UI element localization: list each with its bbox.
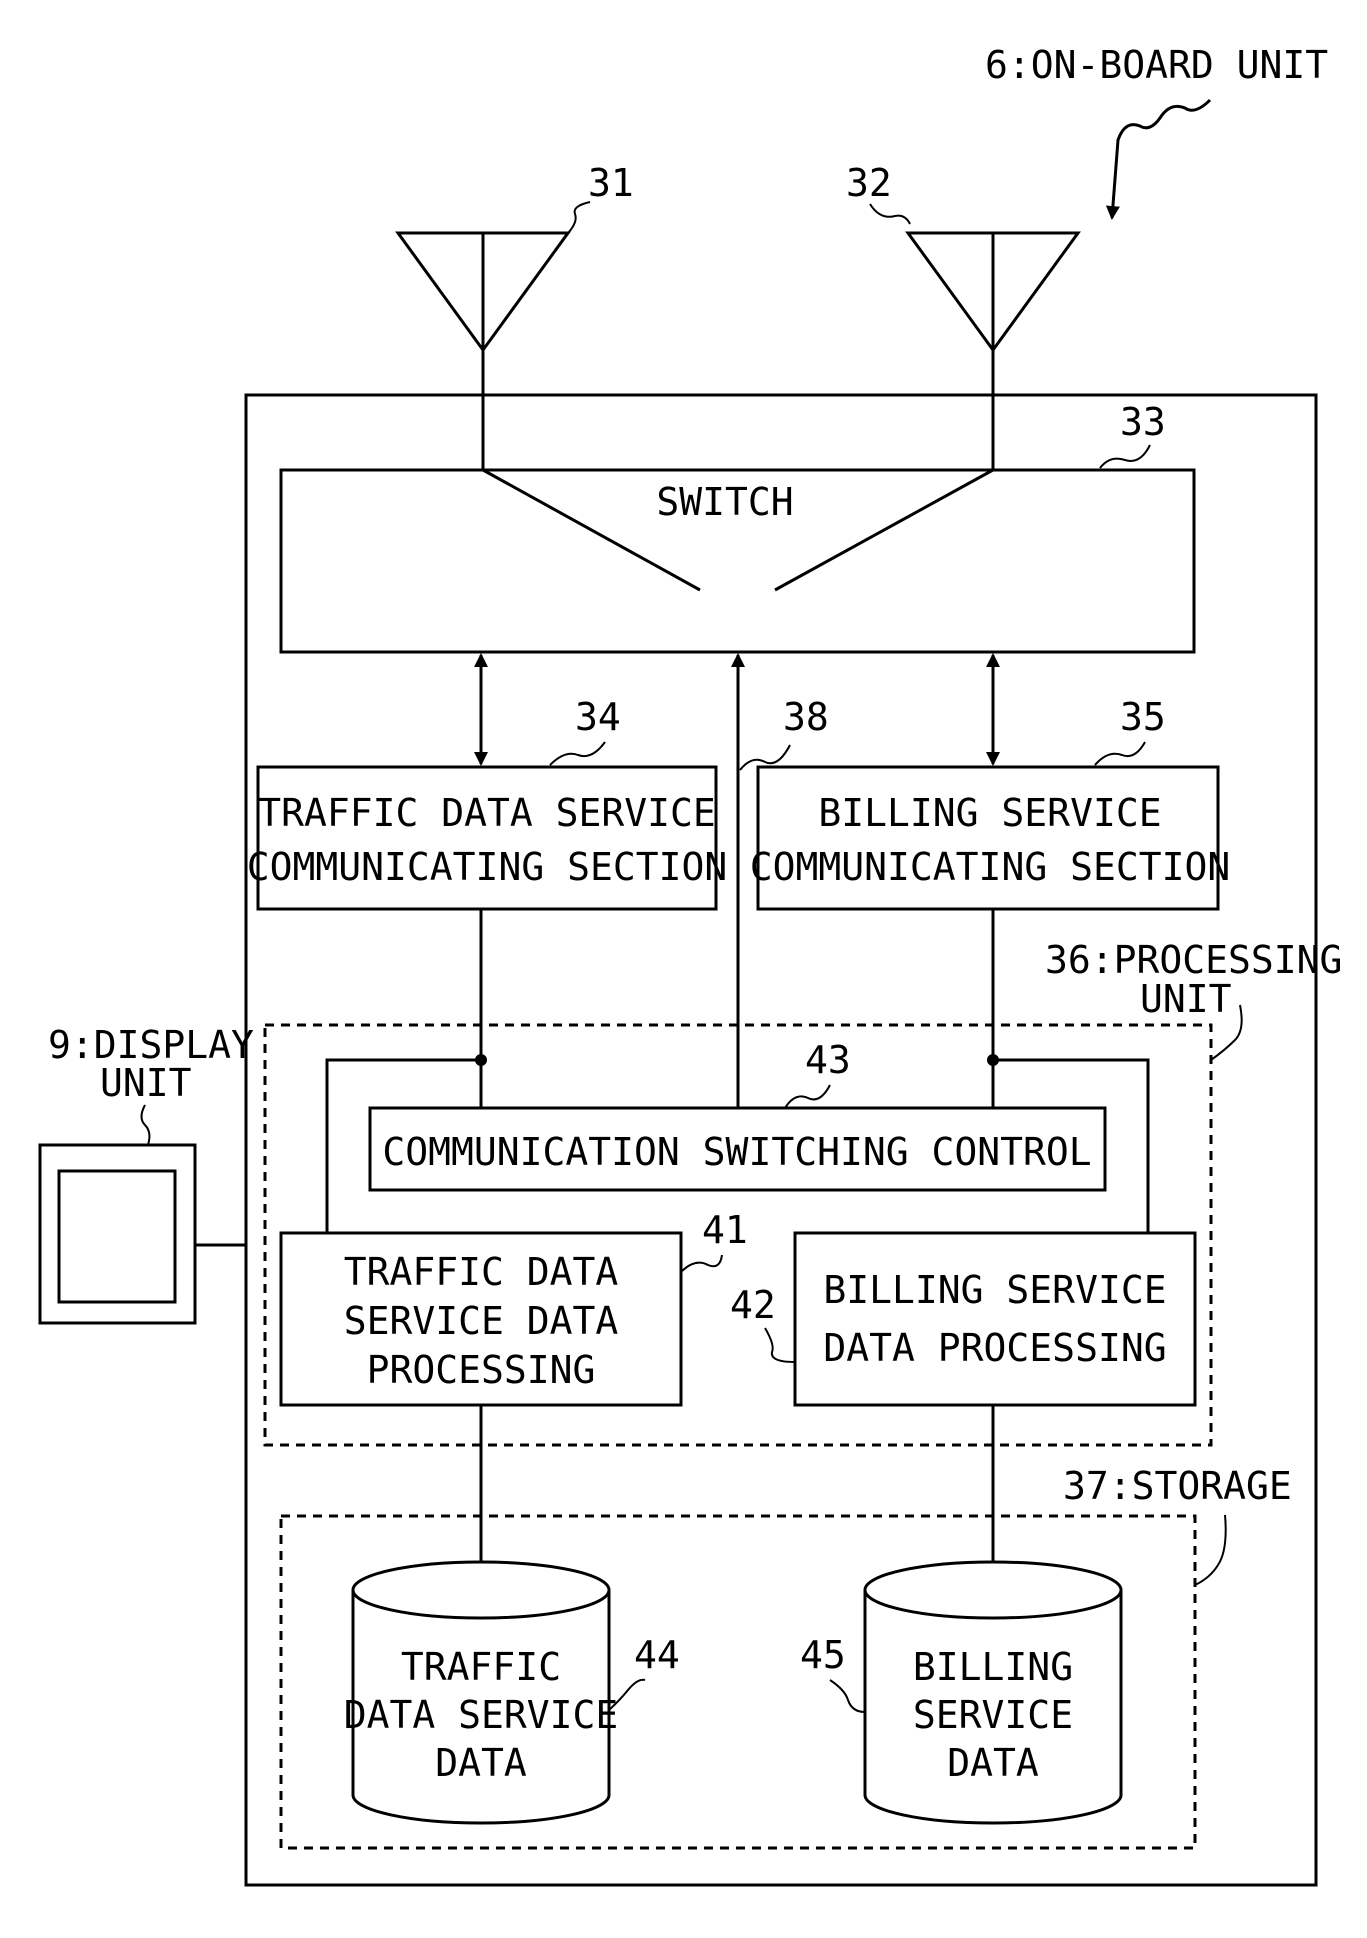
antenna-32-leader <box>870 204 910 224</box>
billing-comm-leader <box>1095 742 1145 765</box>
antenna-31-ref: 31 <box>588 161 634 205</box>
display-unit-leader <box>142 1105 150 1145</box>
traffic-proc-leader <box>681 1255 722 1272</box>
traffic-db-line2: DATA SERVICE <box>344 1693 619 1737</box>
billing-proc-box <box>795 1233 1195 1405</box>
antenna-31-leader <box>568 202 590 233</box>
billing-comm-line2: COMMUNICATING SECTION <box>750 845 1230 889</box>
traffic-db-line1: TRAFFIC <box>401 1645 561 1689</box>
display-unit-screen <box>59 1171 175 1302</box>
traffic-proc-ref: 41 <box>702 1208 748 1252</box>
billing-proc-line1: BILLING SERVICE <box>823 1268 1166 1312</box>
traffic-proc-line3: PROCESSING <box>367 1348 596 1392</box>
antenna-31 <box>398 233 568 395</box>
switch-ref: 33 <box>1120 400 1166 444</box>
billing-proc-leader <box>765 1328 795 1362</box>
traffic-comm-line1: TRAFFIC DATA SERVICE <box>258 791 716 835</box>
control-line-ref: 38 <box>783 695 829 739</box>
processing-unit-label-2: UNIT <box>1140 977 1232 1021</box>
display-unit-label-2: UNIT <box>100 1061 192 1105</box>
billing-comm-ref: 35 <box>1120 695 1166 739</box>
traffic-db-ref: 44 <box>634 1633 680 1677</box>
billing-db-ref: 45 <box>800 1633 846 1677</box>
billing-db-line1: BILLING <box>913 1645 1073 1689</box>
billing-db-line3: DATA <box>947 1741 1039 1785</box>
antenna-32-ref: 32 <box>846 161 892 205</box>
storage-label: 37:STORAGE <box>1063 1464 1292 1508</box>
billing-db-leader <box>830 1680 865 1712</box>
traffic-comm-leader <box>550 742 605 765</box>
traffic-db-line3: DATA <box>435 1741 527 1785</box>
traffic-comm-line2: COMMUNICATING SECTION <box>247 845 727 889</box>
traffic-comm-ref: 34 <box>575 695 621 739</box>
billing-comm-line1: BILLING SERVICE <box>818 791 1161 835</box>
billing-proc-line2: DATA PROCESSING <box>823 1326 1166 1370</box>
antenna-32 <box>908 233 1078 395</box>
on-board-unit-label: 6:ON-BOARD UNIT <box>985 43 1328 87</box>
on-board-unit-leader <box>1112 100 1210 218</box>
switch-leader <box>1100 445 1150 468</box>
storage-leader <box>1195 1515 1226 1585</box>
switching-control-ref: 43 <box>805 1038 851 1082</box>
traffic-proc-line2: SERVICE DATA <box>344 1299 619 1343</box>
billing-proc-ref: 42 <box>730 1283 776 1327</box>
switching-control-leader <box>785 1085 830 1108</box>
traffic-proc-line1: TRAFFIC DATA <box>344 1250 619 1294</box>
switching-control-label: COMMUNICATION SWITCHING CONTROL <box>382 1130 1091 1174</box>
processing-unit-label-1: 36:PROCESSING <box>1045 938 1342 982</box>
switch-label: SWITCH <box>656 480 793 524</box>
billing-db-line2: SERVICE <box>913 1693 1073 1737</box>
